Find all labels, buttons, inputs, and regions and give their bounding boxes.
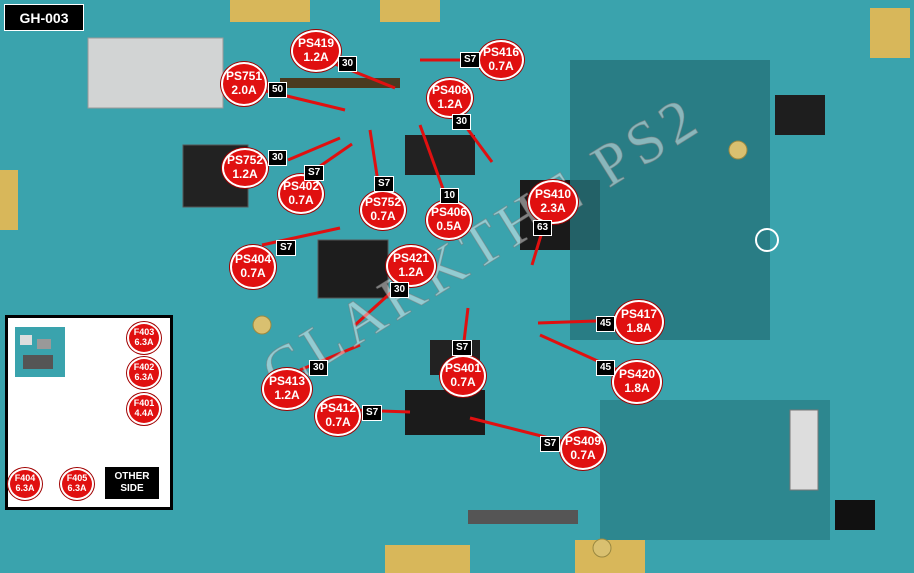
tag-s7: S7 [374,176,395,192]
tag-30: 30 [309,360,329,376]
tag-s7: S7 [460,52,481,68]
other-side-label: OTHER SIDE [105,467,159,499]
tag-45: 45 [596,360,616,376]
tag-45: 45 [596,316,616,332]
tag-s7: S7 [362,405,383,421]
inset-board-thumbnail [15,327,65,377]
board-label: GH-003 [4,4,84,31]
tag-63: 63 [533,220,553,236]
tag-30: 30 [268,150,288,166]
tag-s7: S7 [452,340,473,356]
tag-s7: S7 [540,436,561,452]
tag-30: 30 [338,56,358,72]
tag-s7: S7 [304,165,325,181]
tag-30: 30 [390,282,410,298]
tag-10: 10 [440,188,460,204]
tag-s7: S7 [276,240,297,256]
tag-50: 50 [268,82,288,98]
tag-30: 30 [452,114,472,130]
